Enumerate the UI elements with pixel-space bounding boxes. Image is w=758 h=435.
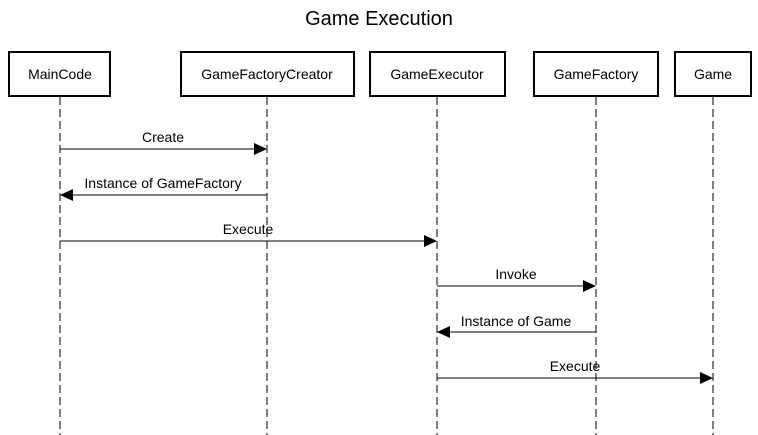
participant-label: GameFactory: [554, 66, 639, 82]
message-create: Create: [60, 129, 267, 155]
message-label: Instance of GameFactory: [84, 175, 241, 191]
participant-label: GameFactoryCreator: [201, 66, 333, 82]
participant-maincode: MainCode: [8, 51, 111, 97]
message-instance-of-game: Instance of Game: [437, 313, 596, 338]
participant-label: MainCode: [28, 66, 92, 82]
message-execute-game: Execute: [437, 358, 713, 384]
message-label: Execute: [223, 221, 274, 237]
participant-label: Game: [694, 66, 732, 82]
participant-label: GameExecutor: [390, 66, 484, 82]
message-execute-gameexecutor: Execute: [60, 221, 437, 247]
participant-game: Game: [674, 51, 752, 97]
participant-gamefactory: GameFactory: [533, 51, 659, 97]
message-label: Execute: [550, 358, 601, 374]
message-invoke: Invoke: [437, 266, 596, 292]
message-label: Invoke: [495, 266, 536, 282]
message-instance-of-gamefactory: Instance of GameFactory: [60, 175, 267, 201]
message-label: Create: [142, 129, 184, 145]
participant-gamefactorycreator: GameFactoryCreator: [180, 51, 355, 97]
diagram-title: Game Execution: [305, 8, 453, 30]
participant-gameexecutor: GameExecutor: [369, 51, 506, 97]
message-label: Instance of Game: [461, 313, 572, 329]
